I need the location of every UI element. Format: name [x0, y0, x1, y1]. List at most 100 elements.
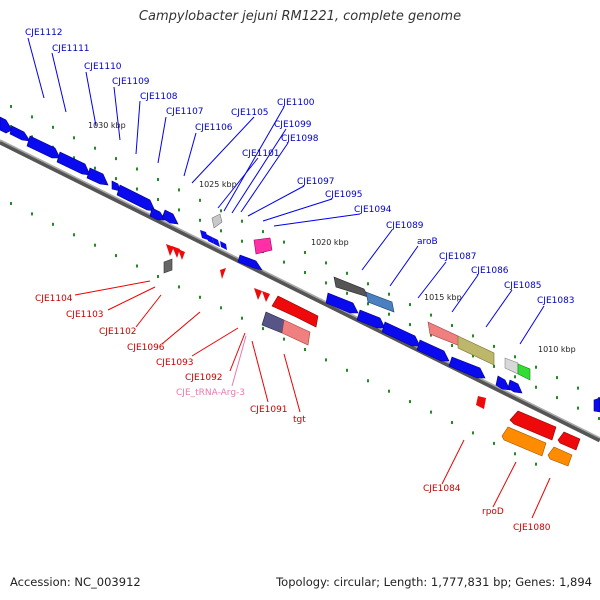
- track-dot: [220, 306, 222, 310]
- trna-label-leader: [231, 335, 247, 387]
- track-dot: [241, 239, 243, 243]
- gene-label-cje1107[interactable]: CJE1107: [166, 107, 204, 117]
- gene-label-cje1099[interactable]: CJE1099: [274, 120, 312, 130]
- gene-label-cje1086[interactable]: CJE1086: [471, 266, 509, 276]
- gene-label-cje1110[interactable]: CJE1110: [84, 62, 122, 72]
- track-dot: [325, 261, 327, 265]
- gene-arrow: [476, 396, 486, 409]
- track-dot: [409, 400, 411, 404]
- top-label-leaders: [27, 37, 545, 345]
- gene-label-cje1100[interactable]: CJE1100: [277, 98, 315, 108]
- gene-label-rpod[interactable]: rpoD: [482, 507, 504, 517]
- gene-label-cje1106[interactable]: CJE1106: [195, 123, 233, 133]
- gene-label-cje1109[interactable]: CJE1109: [112, 77, 150, 87]
- gene-box: [427, 321, 461, 347]
- gene-arrow: [206, 234, 214, 244]
- track-dot: [472, 334, 474, 338]
- gene-label-cje1093[interactable]: CJE1093: [156, 358, 194, 368]
- gene-box: [457, 335, 495, 366]
- track-dot: [199, 198, 201, 202]
- gene-label-cje1085[interactable]: CJE1085: [504, 281, 542, 291]
- track-dot: [514, 375, 516, 379]
- track-dot: [367, 302, 369, 306]
- track-dot: [115, 157, 117, 161]
- track-dot: [157, 275, 159, 278]
- gene-label-cje1096[interactable]: CJE1096: [127, 343, 165, 353]
- gene-label-cje1084[interactable]: CJE1084: [423, 484, 461, 494]
- track-dot: [115, 177, 117, 181]
- track-dot: [178, 188, 180, 192]
- track-dot: [472, 431, 474, 435]
- gene-arrow: [116, 184, 156, 212]
- track-dot: [283, 260, 285, 264]
- track-dot: [409, 303, 411, 307]
- gene-box: [281, 319, 311, 346]
- gene-label-arob[interactable]: aroB: [417, 237, 438, 247]
- track-dot: [409, 323, 411, 327]
- gene-arrow: [166, 244, 174, 256]
- gene-label-cje1083[interactable]: CJE1083: [537, 296, 575, 306]
- gene-box: [517, 363, 531, 381]
- gene-arrow: [86, 167, 109, 186]
- bottom-labels: CJE1104 CJE1103 CJE1102 CJE1096 CJE1093 …: [35, 294, 551, 533]
- gene-label-cje-trna-arg-3[interactable]: CJE_tRNA-Arg-3: [176, 388, 245, 398]
- track-dot: [73, 136, 75, 140]
- gene-label-cje1108[interactable]: CJE1108: [140, 92, 178, 102]
- gene-label-cje1103[interactable]: CJE1103: [66, 310, 104, 320]
- gene-label-cje1104[interactable]: CJE1104: [35, 294, 73, 304]
- track-dot: [157, 198, 159, 201]
- track-dot: [31, 212, 33, 216]
- gene-label-cje1092[interactable]: CJE1092: [185, 373, 223, 383]
- track-dot: [178, 285, 180, 289]
- track-dot: [535, 462, 537, 466]
- tick-label-1010: 1010 kbp: [538, 345, 576, 354]
- gene-arrow: [220, 268, 226, 279]
- gene-label-cje1098[interactable]: CJE1098: [281, 134, 319, 144]
- gene-label-cje1095[interactable]: CJE1095: [325, 190, 363, 200]
- gene-box: [261, 311, 285, 334]
- gene-label-cje1101[interactable]: CJE1101: [242, 149, 280, 159]
- gene-label-cje1102[interactable]: CJE1102: [99, 327, 137, 337]
- gene-label-cje1091[interactable]: CJE1091: [250, 405, 288, 415]
- track-dot: [241, 219, 243, 223]
- gene-arrow: [56, 151, 91, 176]
- track-dot: [136, 167, 138, 171]
- track-dot: [325, 358, 327, 362]
- gene-box: [365, 291, 395, 313]
- track-dot: [73, 156, 75, 160]
- track-dot: [514, 355, 516, 359]
- topology-text: Topology: circular; Length: 1,777,831 bp…: [276, 575, 592, 589]
- track-dot: [94, 146, 96, 150]
- track-dot: [493, 364, 495, 368]
- gene-label-cje1105[interactable]: CJE1105: [231, 108, 269, 118]
- track-dot: [451, 344, 453, 347]
- accession-text: Accession: NC_003912: [10, 575, 141, 589]
- track-dot: [430, 313, 432, 317]
- track-dot: [10, 125, 12, 128]
- forward-genes: [0, 116, 600, 413]
- gene-label-cje1087[interactable]: CJE1087: [439, 252, 477, 262]
- gene-label-cje1112[interactable]: CJE1112: [25, 28, 63, 38]
- track-dot: [31, 115, 33, 119]
- track-dot: [367, 282, 369, 286]
- gene-arrow: [262, 291, 270, 302]
- track-dot: [73, 233, 75, 237]
- gene-arrow: [172, 246, 180, 258]
- track-dot: [262, 230, 264, 234]
- gene-label-cje1094[interactable]: CJE1094: [354, 205, 392, 215]
- track-dot: [157, 178, 159, 181]
- track-dot: [136, 264, 138, 268]
- gene-label-cje1080[interactable]: CJE1080: [513, 523, 551, 533]
- track-dot: [493, 441, 495, 445]
- gene-label-tgt[interactable]: tgt: [293, 415, 306, 425]
- gene-label-cje1089[interactable]: CJE1089: [386, 221, 424, 231]
- track-dot: [283, 240, 285, 244]
- gene-label-cje1111[interactable]: CJE1111: [52, 44, 90, 54]
- track-dot: [220, 229, 222, 233]
- tick-label-1020: 1020 kbp: [311, 238, 349, 247]
- gene-label-cje1097[interactable]: CJE1097: [297, 177, 335, 187]
- track-dot: [10, 202, 12, 205]
- gene-arrow: [200, 230, 208, 240]
